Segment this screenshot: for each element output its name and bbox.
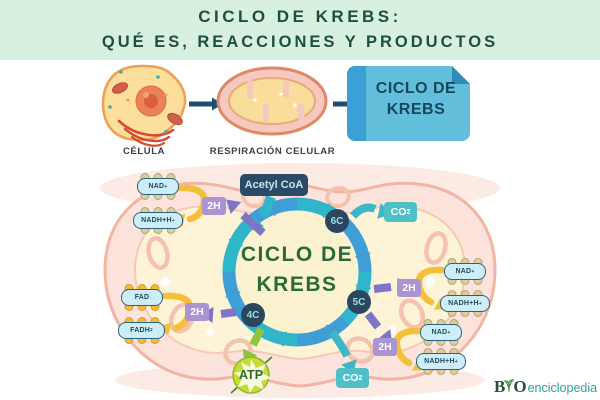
h2-badge-left: 2H <box>185 303 209 321</box>
nadh-text: NADH+H <box>141 217 172 224</box>
acetyl-coa-box: Acetyl CoA <box>240 174 308 196</box>
nadh-sup: + <box>171 217 175 224</box>
fad-pill: FAD <box>121 284 163 311</box>
fad-text: FAD <box>134 294 150 301</box>
cell-illustration <box>101 64 187 147</box>
co2-sub: 2 <box>406 208 411 216</box>
nadh-sup: + <box>478 300 482 307</box>
krebs-doc <box>347 66 470 141</box>
cycle-center-line1: CICLO DE <box>240 243 354 266</box>
co2-text: CO <box>390 206 407 218</box>
nad-pill-bottom-right: NAD+ <box>420 319 462 346</box>
h2-badge-bottom-right: 2H <box>373 338 397 356</box>
nadh-sup: + <box>454 358 458 365</box>
nad-text: NAD <box>455 268 472 275</box>
nadh-pill-right: NADH+H+ <box>440 290 490 317</box>
mitochondria-illustration <box>216 66 328 136</box>
h2-badge-top-left: 2H <box>202 197 226 215</box>
cycle-center-title: CICLO DE KREBS <box>237 240 357 300</box>
node-5c: 5C <box>347 290 371 314</box>
logo-o: O <box>513 377 527 396</box>
nad-sup: + <box>164 183 168 190</box>
logo-b: B <box>494 377 506 396</box>
doc-title: CICLO DE KREBS <box>364 78 468 120</box>
nad-sup: + <box>447 329 451 336</box>
purple-arrows <box>200 199 411 345</box>
nad-pill-top-left: NAD+ <box>137 173 179 200</box>
nad-pill-right: NAD+ <box>444 258 486 285</box>
cycle-center-line2: KREBS <box>256 273 338 296</box>
fadh2-sub: 2 <box>150 328 153 333</box>
nadh-text: NADH+H <box>424 358 455 365</box>
leaf-icon <box>504 379 515 392</box>
page-title-line2: QUÉ ES, REACCIONES Y PRODUCTOS <box>101 33 499 51</box>
node-4c: 4C <box>241 303 265 327</box>
fadh2-text: FADH <box>130 327 150 334</box>
nad-sup: + <box>471 268 475 275</box>
nadh-pill-bottom-right: NADH+H+ <box>416 348 466 375</box>
header-band <box>0 0 600 60</box>
nadh-text: NADH+H <box>448 300 479 307</box>
logo-rest: enciclopedia <box>527 381 598 395</box>
atp-badge: ATP <box>238 368 264 382</box>
h2-badge-right: 2H <box>397 279 421 297</box>
nad-text: NAD <box>148 183 165 190</box>
respiration-label: RESPIRACIÓN CELULAR <box>209 146 336 157</box>
nadh-pill-top-left: NADH+H+ <box>133 207 183 234</box>
cell-label: CÉLULA <box>122 146 166 157</box>
co2-text: CO <box>342 372 359 384</box>
doc-title-line1: CICLO DE <box>375 80 457 97</box>
co2-sub: 2 <box>358 374 363 382</box>
atp-badge-graphic <box>230 356 273 394</box>
nad-text: NAD <box>431 329 448 336</box>
bio-logo: B O enciclopedia <box>494 373 597 395</box>
page-title-line1: CICLO DE KREBS: <box>198 7 402 26</box>
doc-title-line2: KREBS <box>386 101 446 118</box>
node-6c: 6C <box>325 209 349 233</box>
